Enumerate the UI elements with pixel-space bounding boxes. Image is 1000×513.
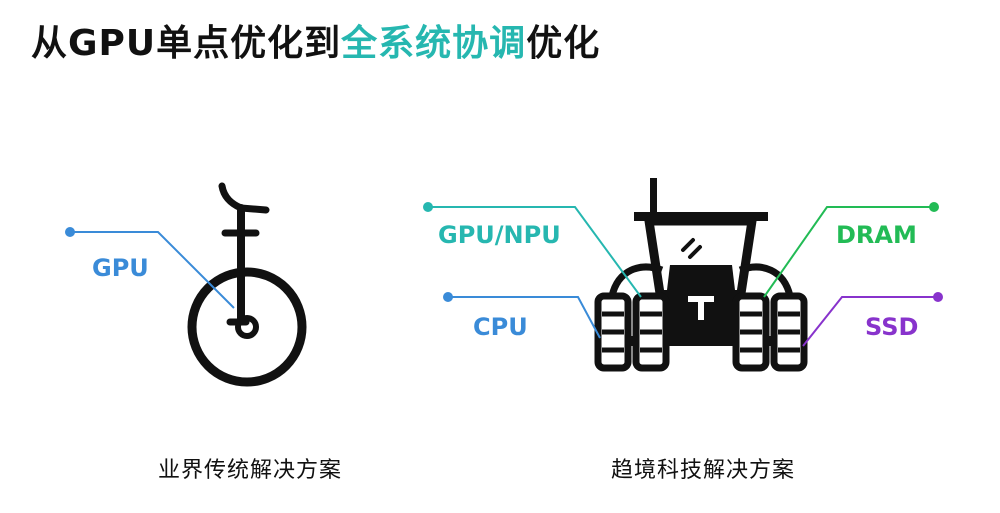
tractor-icon [594,178,808,372]
dram-connector [763,202,939,298]
gpu-connector [65,227,235,309]
label-dram: DRAM [836,221,917,249]
title-part1: 从GPU单点优化到 [31,23,342,64]
label-ssd: SSD [865,313,919,341]
label-cpu: CPU [473,313,528,341]
ssd-connector [802,292,943,347]
title-highlight: 全系统协调 [341,23,527,64]
label-gpu: GPU [92,254,149,282]
unicycle-icon [187,182,307,387]
caption-company: 趋境科技解决方案 [610,458,796,483]
title-part2: 优化 [526,23,601,64]
page-title: 从GPU单点优化到全系统协调优化 [31,22,600,65]
cpu-connector [443,292,601,339]
label-gpu-npu: GPU/NPU [438,221,561,249]
gpu-npu-connector [423,202,642,298]
caption-traditional: 业界传统解决方案 [157,458,343,483]
